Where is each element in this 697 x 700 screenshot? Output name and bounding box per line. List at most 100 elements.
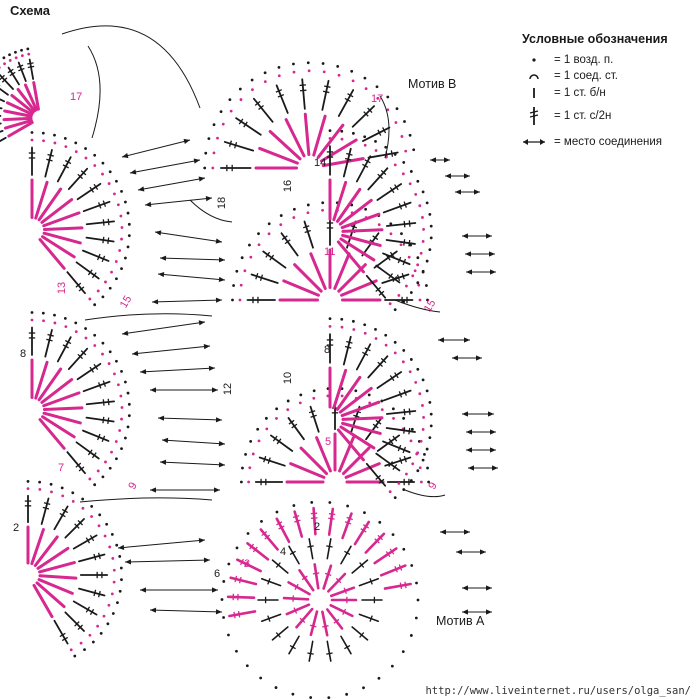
legend-item-label: = 1 ст. б/н xyxy=(554,87,606,99)
join-arrowhead xyxy=(118,544,125,551)
chain-dot xyxy=(364,207,368,211)
chain-dot xyxy=(400,135,404,138)
chain-dot xyxy=(368,401,372,405)
stitch-crossbar xyxy=(102,200,107,207)
stitch-mark xyxy=(340,212,381,230)
chain-dot xyxy=(96,624,100,628)
stitch-mark xyxy=(338,198,373,226)
stitch-crossbar xyxy=(77,173,84,180)
legend-item-single-crochet: = 1 ст. б/н xyxy=(520,85,606,101)
stitch-mark xyxy=(336,240,365,274)
stitch-mark xyxy=(339,425,376,450)
row-number: 6 xyxy=(214,568,221,580)
stitch-crossbar xyxy=(97,433,101,441)
stitch-mark xyxy=(38,238,66,270)
stitch-mark xyxy=(53,505,69,531)
chain-dot xyxy=(399,243,403,247)
chain-dot xyxy=(364,87,368,91)
chain-dot xyxy=(116,203,120,207)
chain-dot xyxy=(116,383,120,387)
stitch-crossbar xyxy=(350,225,358,229)
stitch-mark xyxy=(385,239,416,245)
join-arrowhead xyxy=(464,529,470,535)
stitch-crossbar xyxy=(389,187,395,194)
chain-dot xyxy=(3,62,6,66)
row-number: 5 xyxy=(325,436,332,448)
chain-dot xyxy=(38,488,42,491)
chain-dot xyxy=(426,466,429,470)
chain-dot xyxy=(114,260,118,263)
chain-dot xyxy=(126,245,130,249)
chain-dot xyxy=(250,78,254,82)
chain-dot xyxy=(91,640,95,644)
stitch-mark xyxy=(275,517,291,544)
chain-dot xyxy=(401,650,405,654)
stitch-mark xyxy=(38,574,78,580)
join-arrowhead xyxy=(158,415,165,421)
chain-dot xyxy=(127,414,131,418)
stitch-mark xyxy=(53,619,69,645)
stitch-mark xyxy=(313,563,320,590)
chain-dot xyxy=(74,141,78,145)
chain-dot xyxy=(257,439,261,443)
join-arrow-line xyxy=(159,257,226,261)
stitch-crossbar xyxy=(398,391,403,398)
stitch-mark xyxy=(0,122,2,125)
chain-dot xyxy=(93,344,97,347)
legend-title: Условные обозначения xyxy=(522,32,668,46)
chain-dot xyxy=(409,479,413,482)
chain-dot xyxy=(393,152,397,156)
chain-dot xyxy=(363,143,367,147)
stitch-mark xyxy=(341,446,371,476)
stitch-mark xyxy=(44,329,53,358)
chain-dot xyxy=(263,80,267,84)
stitch-mark xyxy=(7,121,34,138)
stitch-crossbar xyxy=(390,150,394,157)
join-arrowhead xyxy=(489,251,495,257)
stitch-mark xyxy=(78,587,106,597)
stitch-mark xyxy=(365,462,387,487)
guide-curve xyxy=(404,489,446,498)
chain-dot xyxy=(384,343,388,347)
stitch-crossbar xyxy=(78,286,85,292)
stitch-mark xyxy=(82,200,111,213)
chain-dot xyxy=(249,439,253,443)
chain-dot xyxy=(410,564,414,567)
stitch-mark xyxy=(373,250,398,269)
chain-dot xyxy=(340,394,344,398)
stitch-crossbar xyxy=(388,438,394,445)
chain-dot xyxy=(306,61,310,65)
stitch-crossbar xyxy=(107,237,110,244)
stitch-mark xyxy=(56,336,72,363)
chain-dot xyxy=(321,201,325,205)
chain-dot xyxy=(337,73,341,77)
stitch-mark xyxy=(287,417,305,441)
stitch-mark xyxy=(40,378,74,404)
stitch-crossbar xyxy=(347,93,354,98)
stitch-crossbar xyxy=(397,256,402,264)
chain-dot xyxy=(418,298,422,302)
chain-dot xyxy=(61,494,65,498)
page-title: Схема xyxy=(10,3,51,18)
chain-dot xyxy=(374,149,378,152)
stitch-mark xyxy=(299,446,329,476)
chain-dot xyxy=(402,547,406,551)
chain-dot xyxy=(397,481,401,485)
stitch-crossbar xyxy=(65,159,72,165)
join-arrowhead xyxy=(152,299,159,305)
stitch-mark xyxy=(40,198,74,224)
stitch-crossbar xyxy=(396,274,401,281)
join-arrowhead xyxy=(140,587,146,593)
join-arrow-line xyxy=(159,461,226,466)
chain-dot xyxy=(53,321,57,325)
stitch-crossbar xyxy=(42,506,50,510)
stitch-mark xyxy=(258,146,299,165)
chain-dot xyxy=(53,141,57,145)
chain-dot xyxy=(393,351,397,355)
stitch-crossbar xyxy=(239,558,244,566)
chain-dot xyxy=(377,223,381,227)
stitch-crossbar xyxy=(89,534,95,542)
stitch-mark xyxy=(358,577,380,587)
chain-dot xyxy=(20,48,23,52)
stitch-mark xyxy=(38,561,76,574)
